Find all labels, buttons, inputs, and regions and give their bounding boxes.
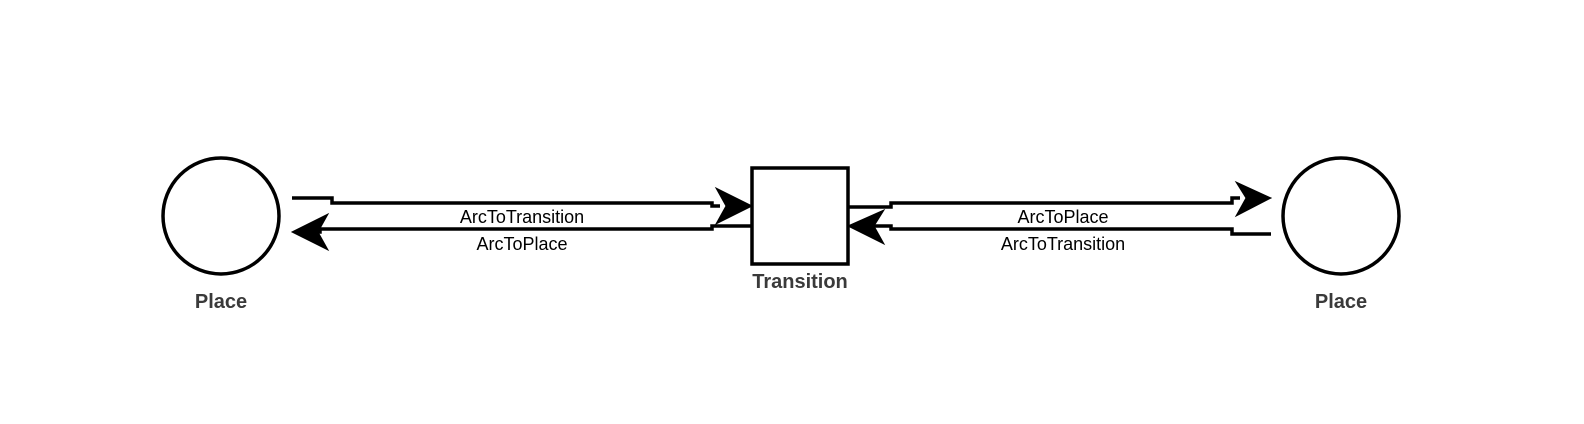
arc-transition-to-right-arrowhead [1234, 180, 1273, 218]
arc-transition-to-right-label: ArcToPlace [1017, 207, 1108, 227]
place-left-label: Place [195, 291, 247, 313]
arc-right-to-transition-arrowhead [846, 208, 886, 246]
place-right-circle[interactable] [1281, 156, 1401, 276]
arc-right-to-transition[interactable]: ArcToTransition [846, 208, 1271, 254]
place-left-circle[interactable] [161, 156, 281, 276]
arc-left-to-transition-line[interactable] [292, 196, 720, 208]
place-left[interactable]: Place [161, 156, 281, 313]
arc-transition-to-right-line[interactable] [848, 196, 1240, 209]
arc-transition-to-left-label: ArcToPlace [476, 234, 567, 254]
place-right[interactable]: Place [1281, 156, 1401, 313]
transition-box[interactable] [750, 166, 850, 266]
arc-transition-to-left-arrowhead [290, 212, 330, 252]
place-right-label: Place [1315, 291, 1367, 313]
transition[interactable]: Transition [750, 166, 850, 293]
arc-left-to-transition-arrowhead [714, 186, 754, 226]
arc-right-to-transition-label: ArcToTransition [1001, 234, 1125, 254]
arc-transition-to-left[interactable]: ArcToPlace [290, 212, 752, 254]
arc-left-to-transition[interactable]: ArcToTransition [292, 186, 754, 227]
arc-right-to-transition-line[interactable] [862, 224, 1271, 236]
transition-label: Transition [752, 271, 848, 293]
arc-left-to-transition-label: ArcToTransition [460, 207, 584, 227]
arc-transition-to-right[interactable]: ArcToPlace [848, 180, 1273, 227]
